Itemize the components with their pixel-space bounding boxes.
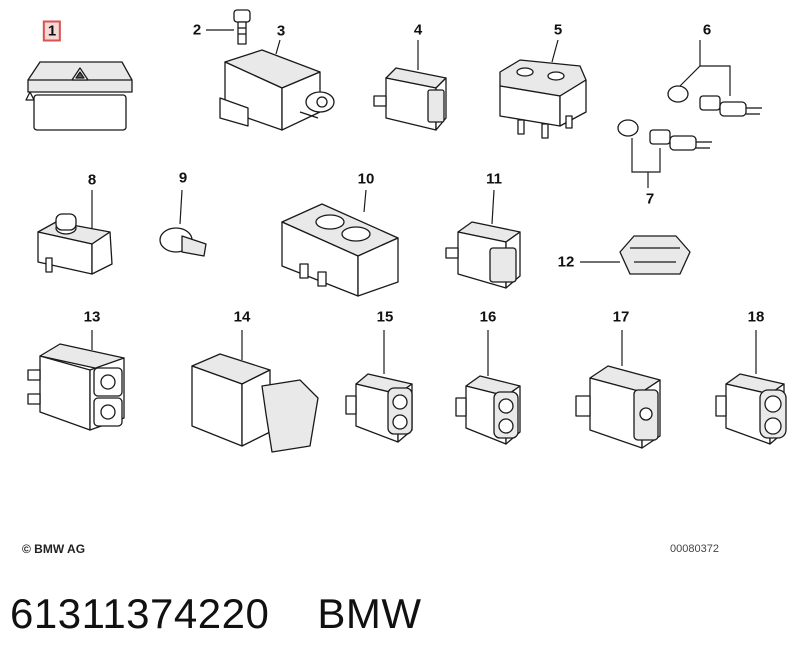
callout-11[interactable]: 11 (486, 170, 502, 188)
brand-name: BMW (317, 590, 422, 637)
part-3-relay-bracket[interactable] (219, 49, 335, 131)
callout-7[interactable]: 7 (645, 190, 655, 208)
diagram-id: 00080372 (670, 543, 719, 555)
callout-2[interactable]: 2 (192, 21, 202, 39)
part-2-screw[interactable] (233, 9, 251, 45)
callout-10[interactable]: 10 (357, 170, 375, 188)
part-1-hazard-switch[interactable] (25, 61, 133, 131)
callout-6[interactable]: 6 (702, 21, 712, 39)
callout-18[interactable]: 18 (747, 308, 765, 326)
callout-1[interactable]: 1 (42, 20, 62, 42)
parts-diagram-svg (25, 9, 787, 453)
part-16-rocker-switch[interactable] (455, 375, 521, 445)
part-6-sensor[interactable] (667, 85, 762, 117)
callout-13[interactable]: 13 (83, 308, 101, 326)
copyright-text: © BMW AG (22, 542, 86, 556)
part-12-connector-clip[interactable] (619, 235, 691, 275)
callout-5[interactable]: 5 (553, 21, 563, 39)
part-7-sensor[interactable] (617, 119, 712, 151)
part-10-switch-panel[interactable] (281, 203, 399, 297)
callout-15[interactable]: 15 (376, 308, 394, 326)
part-18-rocker-switch[interactable] (715, 373, 787, 445)
callout-17[interactable]: 17 (612, 308, 630, 326)
part-17-rocker-switch[interactable] (575, 365, 661, 449)
callout-4[interactable]: 4 (413, 21, 423, 39)
part-15-rocker-switch[interactable] (345, 373, 413, 443)
part-14-lever-switch[interactable] (191, 353, 319, 453)
callout-8[interactable]: 8 (87, 171, 97, 189)
callout-16[interactable]: 16 (479, 308, 497, 326)
part-number: 61311374220 (10, 590, 270, 637)
callout-3[interactable]: 3 (276, 22, 286, 40)
callout-9[interactable]: 9 (178, 169, 188, 187)
footer-caption: 61311374220 BMW (10, 590, 421, 638)
part-11-rocker-switch[interactable] (445, 221, 521, 289)
part-13-double-switch[interactable] (27, 343, 125, 431)
part-9-clip[interactable] (159, 227, 207, 257)
callout-12[interactable]: 12 (557, 253, 575, 271)
callout-14[interactable]: 14 (233, 308, 251, 326)
part-5-switch-block[interactable] (499, 59, 587, 139)
parts-diagram (25, 9, 787, 453)
part-8-push-switch[interactable] (37, 213, 113, 275)
part-4-rocker-switch[interactable] (373, 67, 447, 131)
